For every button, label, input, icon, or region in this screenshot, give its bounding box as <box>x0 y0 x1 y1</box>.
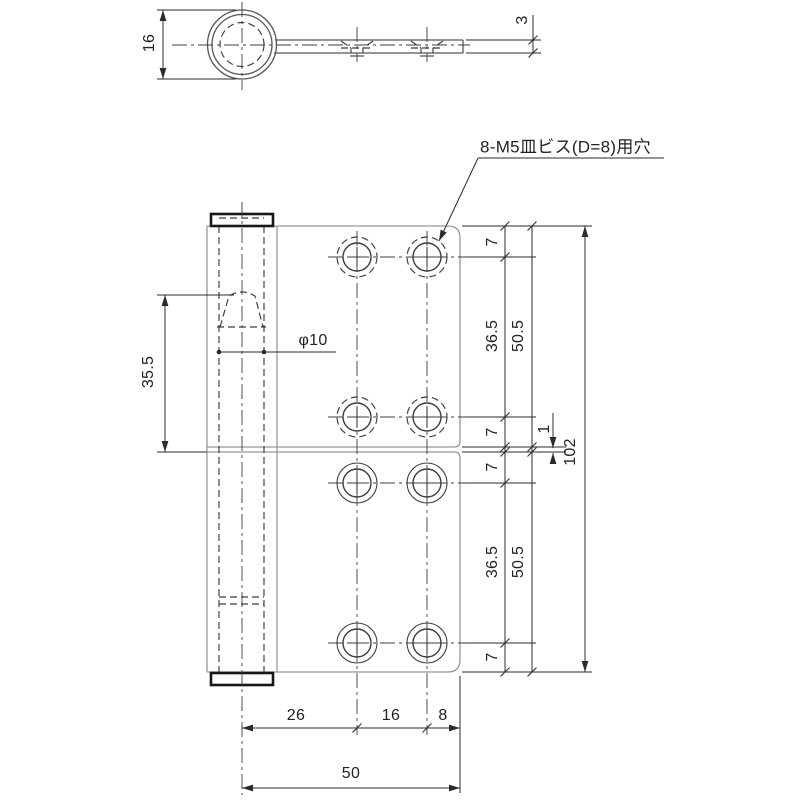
dim-hole-pitch-label: 36.5 <box>484 545 501 579</box>
dim-edge-to-hole-label: 7 <box>484 462 501 472</box>
dimension-arrow <box>581 661 589 672</box>
screw-hole <box>406 236 448 278</box>
pin-tip-hidden <box>219 291 264 328</box>
lower-leaf-outline <box>207 451 461 673</box>
dim-hole-pitch-label: 36.5 <box>484 319 501 353</box>
dim-overall-height-label: 102 <box>562 438 579 466</box>
leader-dot <box>216 349 222 355</box>
top-view <box>172 2 470 90</box>
dim-leaf-thickness-label: 3 <box>514 15 531 25</box>
dimension-arrow <box>161 295 169 306</box>
dim-pin-tip-offset-label: 35.5 <box>140 355 157 389</box>
dim-knuckle-diameter-label: 16 <box>141 33 158 53</box>
upper-leaf-outline <box>207 225 461 448</box>
dim-edge-to-hole-label: 7 <box>484 427 501 437</box>
screw-hole <box>336 236 378 278</box>
dimension-arrow <box>449 724 460 732</box>
front-view <box>206 202 468 795</box>
screw-hole <box>336 622 378 664</box>
leader-dot <box>261 349 267 355</box>
dim-leaf-gap-label: 1 <box>536 424 553 434</box>
dimension-arrow <box>581 226 589 237</box>
screw-hole <box>336 462 378 504</box>
countersunk-screw-note: 8-M5皿ビス(D=8)用穴 <box>480 137 651 157</box>
countersunk-hole-section <box>410 26 444 63</box>
dim-pin-hole-diameter-label: φ10 <box>298 332 328 349</box>
dimension-arrow <box>242 724 253 732</box>
dim-center-to-col-label: 26 <box>286 707 306 724</box>
screw-hole <box>336 396 378 438</box>
dimension-arrow <box>449 784 460 792</box>
dimension-arrow <box>159 10 167 21</box>
dim-col-pitch-label: 16 <box>381 707 401 724</box>
dim-edge-to-hole-label: 7 <box>484 652 501 662</box>
dimension-arrow <box>549 453 557 464</box>
dim-edge-to-hole-label: 7 <box>484 237 501 247</box>
countersunk-hole-section <box>340 26 374 63</box>
dimension-arrow <box>161 441 169 452</box>
dim-overall-width-label: 50 <box>341 765 361 782</box>
dim-leaf-height-label: 50.5 <box>510 545 527 579</box>
screw-hole <box>406 622 448 664</box>
screw-hole <box>406 462 448 504</box>
screw-hole <box>406 396 448 438</box>
dimension-arrow <box>242 784 253 792</box>
dimension-arrow <box>159 68 167 79</box>
dimension-arrow <box>549 437 557 448</box>
dim-leaf-height-label: 50.5 <box>510 319 527 353</box>
dimensions <box>157 9 664 793</box>
dim-col-to-edge-label: 8 <box>438 707 448 724</box>
